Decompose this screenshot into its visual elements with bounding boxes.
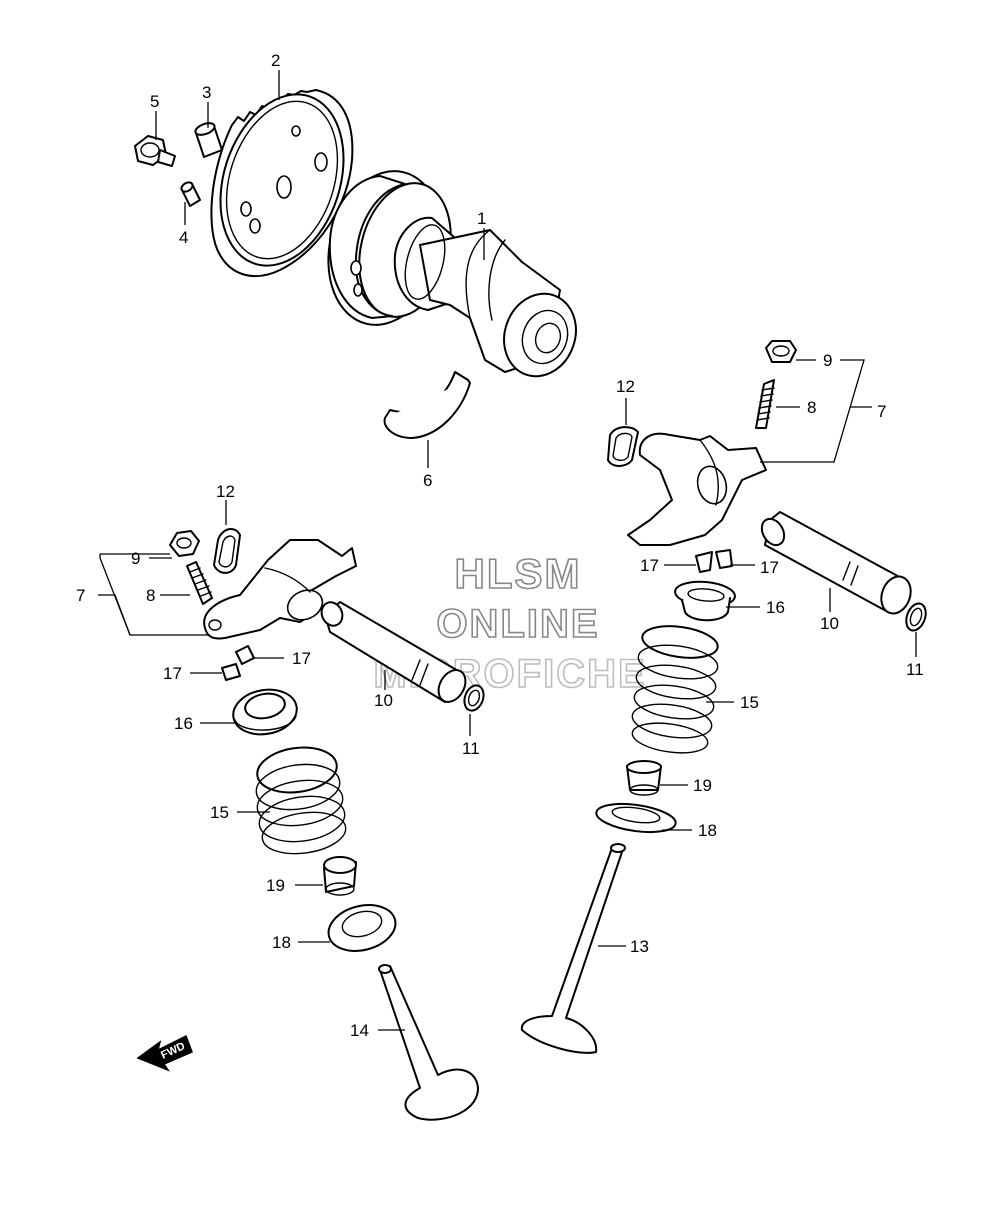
dowel-pin[interactable] bbox=[180, 181, 201, 207]
callout-18-right: 18 bbox=[698, 821, 717, 840]
cam-sprocket[interactable] bbox=[200, 78, 365, 281]
callout-19-left: 19 bbox=[266, 876, 285, 895]
sleeve-pin[interactable] bbox=[194, 121, 223, 158]
leader-lines bbox=[98, 70, 917, 1031]
callout-15-right: 15 bbox=[740, 693, 759, 712]
callout-16-left: 16 bbox=[174, 714, 193, 733]
left-cotter-17a[interactable] bbox=[221, 663, 241, 681]
right-spring-retainer-16[interactable] bbox=[674, 579, 736, 622]
callout-8-right: 8 bbox=[807, 398, 816, 417]
camshaft[interactable] bbox=[313, 159, 587, 386]
callout-5: 5 bbox=[150, 92, 159, 111]
callout-10-right: 10 bbox=[820, 614, 839, 633]
callout-7-right: 7 bbox=[877, 402, 886, 421]
callout-17-right-a: 17 bbox=[640, 556, 659, 575]
callout-12-right: 12 bbox=[616, 377, 635, 396]
callout-7-left: 7 bbox=[76, 586, 85, 605]
callout-14: 14 bbox=[350, 1021, 369, 1040]
right-washer-11[interactable] bbox=[903, 601, 929, 633]
forward-direction-arrow: FWD bbox=[136, 1034, 193, 1072]
callout-15-left: 15 bbox=[210, 803, 229, 822]
left-valve-spring-15[interactable] bbox=[253, 743, 348, 859]
right-valve-spring-15[interactable] bbox=[630, 622, 720, 757]
right-spring-seat-18[interactable] bbox=[595, 800, 678, 837]
right-adjust-nut[interactable] bbox=[765, 340, 797, 363]
right-valve-13[interactable] bbox=[520, 843, 626, 1054]
right-cotter-17a[interactable] bbox=[695, 551, 713, 573]
right-rocker-arm[interactable] bbox=[627, 432, 767, 546]
left-valve-14[interactable] bbox=[378, 964, 479, 1121]
callout-17-left-b: 17 bbox=[292, 649, 311, 668]
callout-11-right: 11 bbox=[906, 660, 924, 679]
callout-1: 1 bbox=[477, 209, 486, 228]
left-rocker-arm[interactable] bbox=[203, 539, 357, 640]
left-spring-retainer-16[interactable] bbox=[230, 685, 301, 739]
watermark-line2: ONLINE bbox=[436, 602, 599, 646]
right-adjust-screw[interactable] bbox=[755, 379, 775, 429]
callout-16-right: 16 bbox=[766, 598, 785, 617]
callout-13: 13 bbox=[630, 937, 649, 956]
camshaft-retainer[interactable] bbox=[383, 371, 471, 439]
right-oring-12[interactable] bbox=[607, 426, 639, 467]
left-adjust-nut[interactable] bbox=[169, 530, 200, 557]
left-oring-12[interactable] bbox=[213, 528, 241, 574]
left-washer-11[interactable] bbox=[461, 683, 487, 714]
left-stem-seal-19[interactable] bbox=[323, 856, 357, 896]
right-cotter-17b[interactable] bbox=[715, 549, 733, 569]
callout-4: 4 bbox=[179, 228, 188, 247]
left-spring-seat-18[interactable] bbox=[324, 898, 401, 957]
callout-12-left: 12 bbox=[216, 482, 235, 501]
callout-11-left: 11 bbox=[462, 739, 480, 758]
callout-9-left: 9 bbox=[131, 549, 140, 568]
callout-8-left: 8 bbox=[146, 586, 155, 605]
callout-labels: 2 3 5 4 1 6 12 9 8 7 17 17 16 10 11 15 1… bbox=[76, 51, 924, 1040]
right-stem-seal-19[interactable] bbox=[626, 760, 662, 796]
callout-6: 6 bbox=[423, 471, 432, 490]
callout-10-left: 10 bbox=[374, 691, 393, 710]
callout-18-left: 18 bbox=[272, 933, 291, 952]
watermark-line1: HLSM bbox=[455, 550, 582, 597]
right-rocker-shaft[interactable] bbox=[757, 511, 915, 618]
callout-3: 3 bbox=[202, 83, 211, 102]
callout-19-right: 19 bbox=[693, 776, 712, 795]
left-rocker-shaft[interactable] bbox=[318, 599, 471, 707]
left-cotter-17b[interactable] bbox=[235, 645, 255, 665]
callout-9-right: 9 bbox=[823, 351, 832, 370]
sprocket-bolt[interactable] bbox=[134, 135, 176, 167]
left-adjust-screw[interactable] bbox=[186, 561, 213, 605]
callout-2: 2 bbox=[271, 51, 280, 70]
callout-17-left-a: 17 bbox=[163, 664, 182, 683]
callout-17-right-b: 17 bbox=[760, 558, 779, 577]
